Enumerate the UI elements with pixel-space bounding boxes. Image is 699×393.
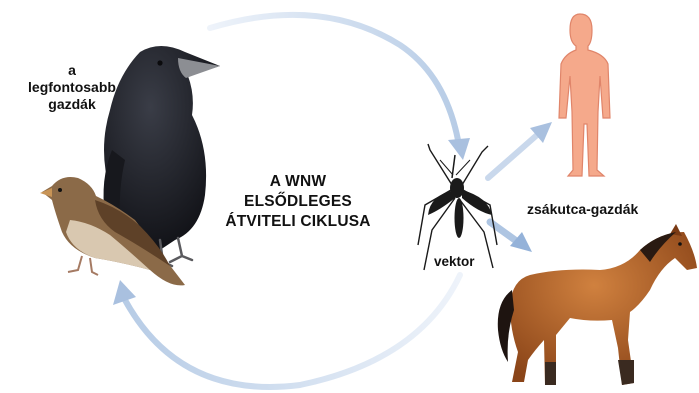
vector-label: vektor (434, 254, 475, 269)
arrow-vector-to-birds (113, 275, 460, 387)
main-hosts-line-2: legfontosabb (22, 79, 122, 96)
cycle-title-line-2: ELSŐDLEGES (208, 192, 388, 212)
cycle-title: A WNW ELSŐDLEGES ÁTVITELI CIKLUSA (208, 172, 388, 232)
cycle-title-line-3: ÁTVITELI CIKLUSA (208, 212, 388, 232)
main-hosts-line-1: a (22, 62, 122, 79)
cycle-title-line-1: A WNW (208, 172, 388, 192)
main-hosts-line-3: gazdák (22, 96, 122, 113)
main-hosts-label: a legfontosabb gazdák (22, 62, 122, 113)
dead-end-hosts-label: zsákutca-gazdák (527, 201, 638, 217)
human-silhouette-icon (559, 14, 610, 176)
mosquito-icon (418, 144, 497, 270)
arrow-birds-to-vector (210, 15, 470, 160)
arrow-vector-to-human (488, 122, 552, 178)
